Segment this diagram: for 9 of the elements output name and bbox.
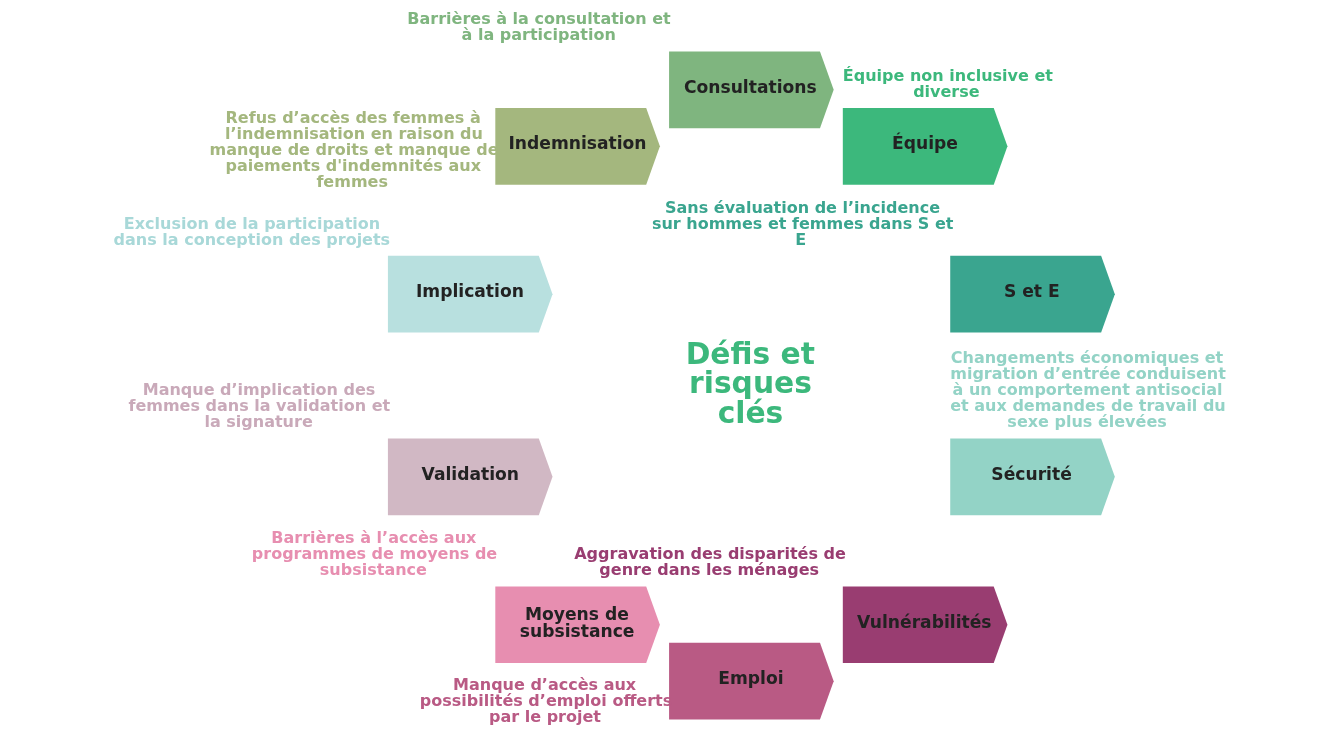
node-text: Défis et risques clés (685, 335, 815, 430)
node-label: Manque d’implication des femmes dans la validation et la signature (127, 380, 390, 432)
node-label: Aggravation des disparités de genre dans les ménages (573, 544, 846, 580)
node-label: Sans évaluation de l’incidence sur hommes et femmes dans S et E (651, 197, 953, 249)
node-label: Exclusion de la participation dans la conception des projets (113, 213, 390, 249)
node-label: Équipe non inclusive et diverse (842, 65, 1053, 101)
node-label: Changements économiques et migration d’entrée conduisent à un comportement antisocial et aux demandes de travail du sexe plus élevées (949, 348, 1226, 432)
node-label: Barrières à l’accès aux programmes de moyens de subsistance (251, 528, 497, 580)
node-label: Barrières à la consultation et à la participation (406, 9, 671, 45)
